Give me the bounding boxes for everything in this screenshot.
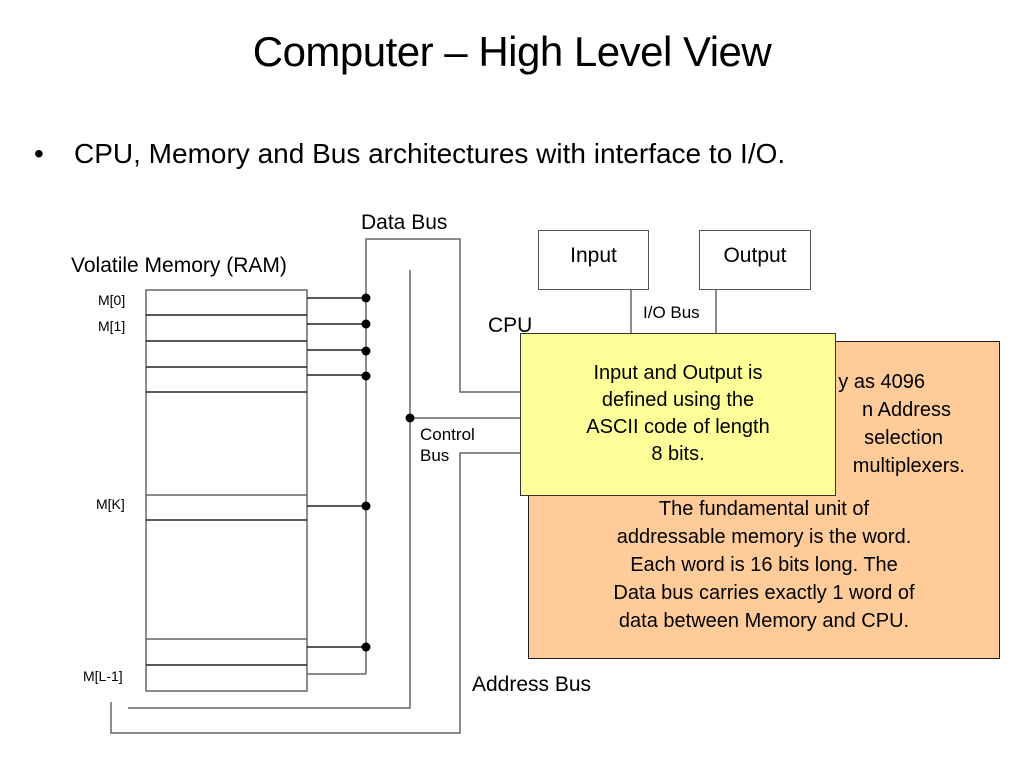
memory-note-paragraph-2: The fundamental unit of addressable memo… xyxy=(529,495,999,635)
note-line: selection xyxy=(864,427,943,449)
data-bus-line xyxy=(365,238,520,674)
note-line: Input and Output is xyxy=(593,362,763,384)
note-line: multiplexers. xyxy=(852,455,965,477)
note-line: Data bus carries exactly 1 word of xyxy=(613,582,915,604)
cpu-label: CPU xyxy=(488,314,533,337)
control-bus-label: Control Bus xyxy=(420,424,475,466)
bus-junction-dot xyxy=(361,346,371,356)
control-bus-label-line: Control xyxy=(420,425,475,444)
input-device-box: Input xyxy=(538,230,649,290)
bus-junction-dot xyxy=(361,642,371,652)
memory-row-label: M[1] xyxy=(98,318,126,334)
io-bus-label: I/O Bus xyxy=(643,303,700,322)
slide-title: Computer – High Level View xyxy=(252,28,772,75)
note-line: addressable memory is the word. xyxy=(616,526,912,548)
memory-row-label: M[0] xyxy=(98,292,126,308)
bus-junction-dot xyxy=(361,293,371,303)
note-line: Each word is 16 bits long. The xyxy=(630,554,898,576)
bus-junction-dot xyxy=(361,501,371,511)
memory-row-label: M[L-1] xyxy=(83,668,123,684)
memory-label: Volatile Memory (RAM) xyxy=(71,254,287,277)
note-line: The fundamental unit of xyxy=(658,498,870,520)
data-bus-label: Data Bus xyxy=(361,211,448,234)
note-line: n Address xyxy=(862,399,951,421)
memory-row-label: M[K] xyxy=(96,496,125,512)
bullet-item: • CPU, Memory and Bus architectures with … xyxy=(34,136,785,172)
note-line: y as 4096 xyxy=(838,371,925,393)
io-note-callout: Input and Output is defined using the AS… xyxy=(520,333,836,496)
bullet-text: CPU, Memory and Bus architectures with i… xyxy=(74,138,786,169)
address-bus-line xyxy=(110,452,520,734)
note-line: 8 bits. xyxy=(651,443,705,465)
control-bus-label-line: Bus xyxy=(420,446,450,465)
address-bus-label: Address Bus xyxy=(472,673,592,696)
control-bus-line xyxy=(128,270,411,709)
note-line: data between Memory and CPU. xyxy=(618,610,910,632)
note-line: ASCII code of length xyxy=(586,416,770,438)
bus-junction-dot xyxy=(405,413,415,423)
note-line: defined using the xyxy=(601,389,755,411)
bus-junction-dot xyxy=(361,371,371,381)
output-device-box: Output xyxy=(699,230,811,290)
bullet-icon: • xyxy=(34,138,44,169)
memory-note-paragraph-1: y as 4096 n Address selection multiplexers. xyxy=(529,368,965,480)
bus-junction-dot xyxy=(361,319,371,329)
memory-block xyxy=(145,289,308,692)
